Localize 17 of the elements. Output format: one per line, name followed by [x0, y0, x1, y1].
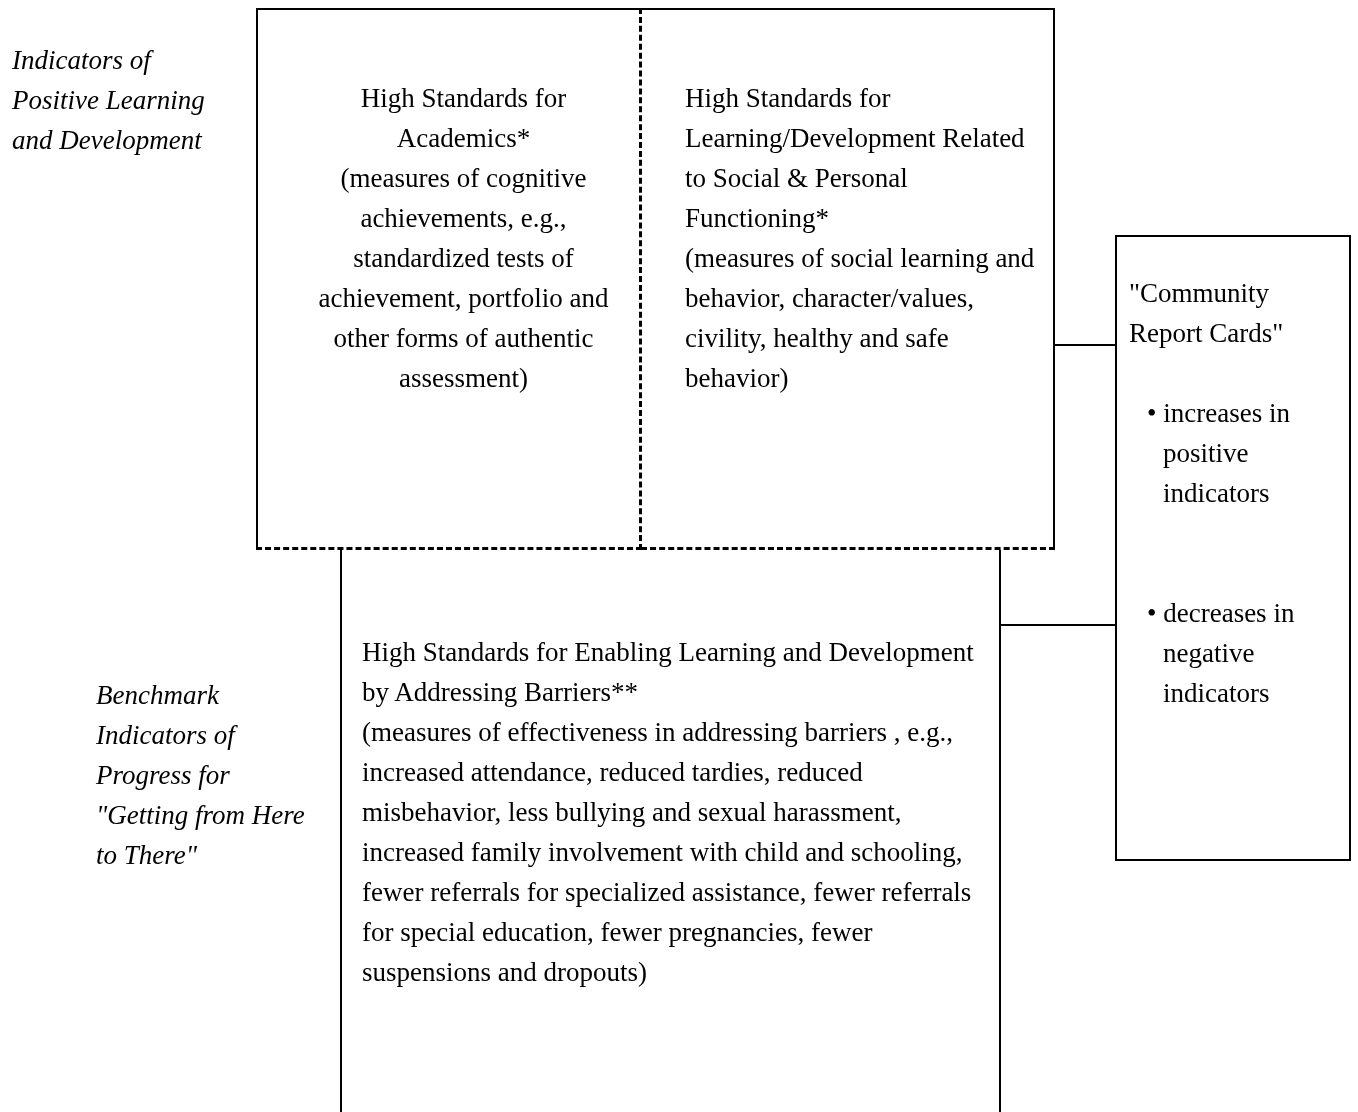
- box-description: (measures of cognitive achievements, e.g., standardized tests of achievement, portfolio and other forms of authentic assessment): [317, 162, 610, 395]
- side-caption: Indicators of Positive Learning and Development: [12, 44, 206, 157]
- standards-box: [641, 8, 1055, 550]
- report-card-box: [1115, 235, 1351, 861]
- connector-line: [1000, 624, 1116, 626]
- box-heading: High Standards for Academics*: [359, 82, 568, 155]
- standards-box: [340, 550, 1001, 1112]
- standards-box: [256, 8, 642, 550]
- box-heading: "Community Report Cards": [1128, 277, 1285, 350]
- box-heading: High Standards for Enabling Learning and Development by Addressing Barriers**: [362, 636, 975, 709]
- box-description: (measures of social learning and behavior, character/values, civility, healthy and safe behavior): [685, 242, 1036, 395]
- box-heading: High Standards for Learning/Development Related to Social & Personal Functioning*: [685, 82, 1026, 235]
- side-caption: Benchmark Indicators of Progress for "Getting from Here to There": [96, 679, 306, 872]
- connector-line: [1054, 344, 1116, 346]
- bullet-item: • increases in positive indicators: [1147, 397, 1291, 510]
- bullet-item: • decreases in negative indicators: [1147, 597, 1296, 710]
- box-description: (measures of effectiveness in addressing barriers , e.g., increased attendance, reduced tardies, reduced misbehavior, less bullying and sexual harassment, increased family involvement with child and schooling, fewer referrals for specialized assistance, fewer referrals for special education, fewer pregnancies, fewer suspensions and dropouts): [362, 716, 973, 989]
